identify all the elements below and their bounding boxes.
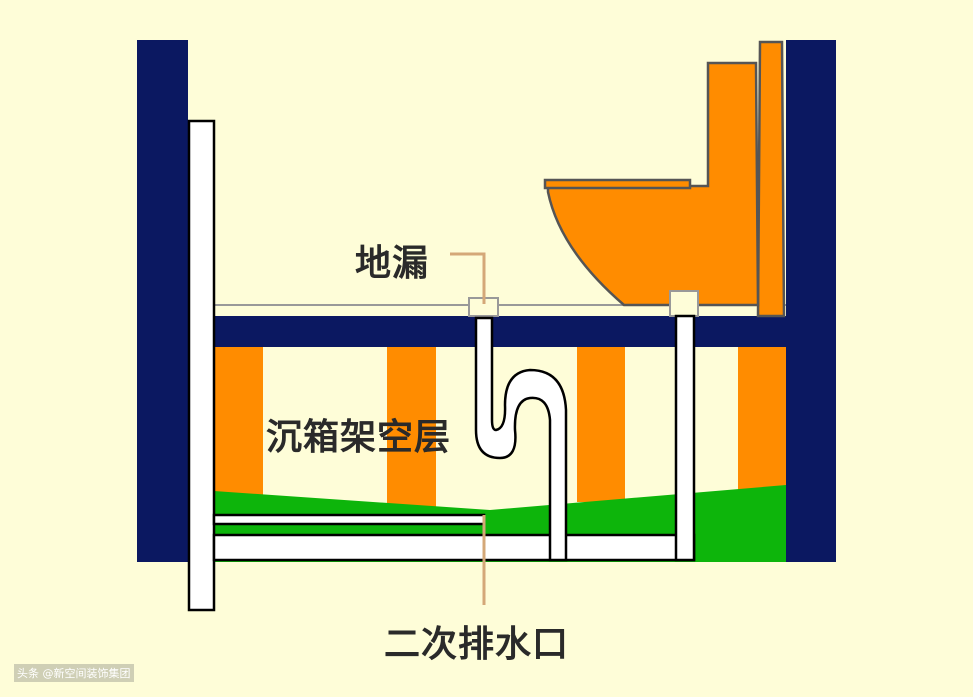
support-column [214, 347, 263, 497]
toilet-drain-fitting [669, 290, 699, 317]
support-column [577, 347, 625, 502]
s-trap-pipe [474, 316, 568, 562]
vertical-stack-pipe [187, 119, 216, 612]
floor-drain-leader [450, 252, 486, 304]
support-column [387, 347, 436, 507]
toilet-drain-pipe [674, 314, 696, 562]
watermark: 头条 @新空间装饰集团 [14, 664, 134, 682]
left-wall [137, 40, 188, 562]
secondary-drain-label: 二次排水口 [384, 624, 570, 665]
floor-drain-label: 地漏 [355, 243, 430, 284]
toilet [543, 40, 786, 318]
sunken-layer-label: 沉箱架空层 [266, 417, 452, 458]
right-wall [786, 40, 836, 562]
support-column [738, 347, 786, 492]
main-drain-pipe [212, 533, 696, 562]
secondary-drain-pipe [212, 513, 486, 526]
floor-slab [214, 316, 786, 347]
